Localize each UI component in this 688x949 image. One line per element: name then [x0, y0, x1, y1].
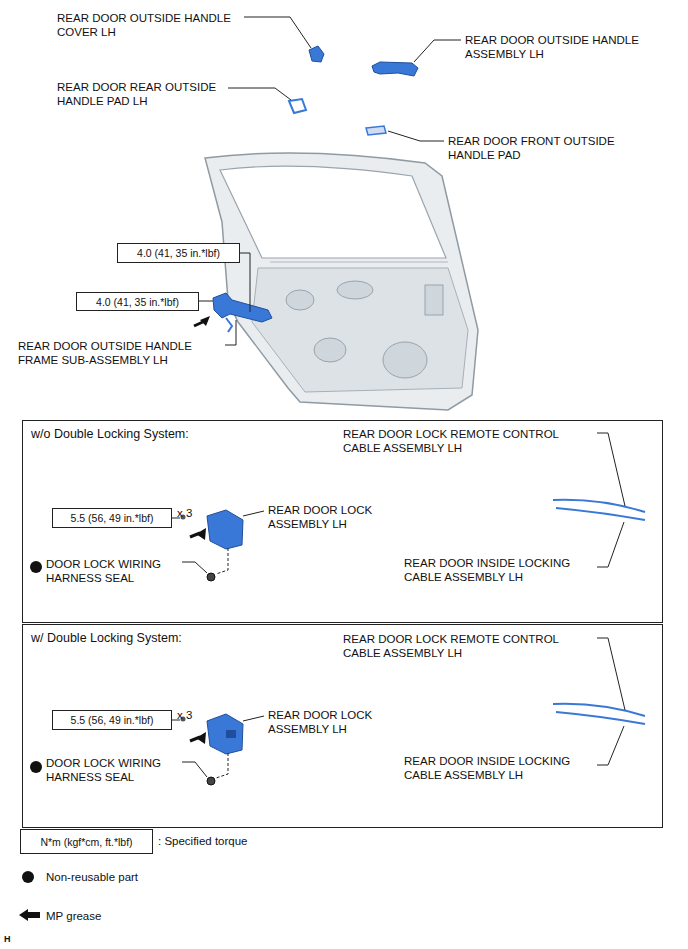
torque-value: N*m (kgf*cm, ft.*lbf): [40, 836, 132, 848]
part-name: REAR DOOR OUTSIDE HANDLE FRAME SUB-ASSEM…: [18, 339, 208, 367]
handle-assembly: [372, 62, 418, 76]
part-name: REAR DOOR LOCK REMOTE CONTROL CABLE ASSE…: [343, 427, 578, 455]
non-reusable-symbol: [30, 561, 42, 573]
panel-heading: w/o Double Locking System:: [23, 421, 662, 447]
rear-door-panel: [205, 153, 478, 410]
rear-handle-pad: [289, 99, 306, 113]
part-name: REAR DOOR FRONT OUTSIDE HANDLE PAD: [448, 134, 630, 162]
grease-arrow-symbol: [19, 909, 28, 921]
part-name: REAR DOOR OUTSIDE HANDLE ASSEMBLY LH: [465, 33, 655, 61]
part-name: REAR DOOR INSIDE LOCKING CABLE ASSEMBLY …: [404, 754, 594, 782]
non-reusable-symbol: [22, 871, 34, 883]
quantity-note: x 3: [177, 708, 207, 722]
legend-text: MP grease: [46, 909, 101, 923]
leader-lines: [199, 17, 461, 345]
handle-frame: [194, 293, 272, 332]
torque-value: 4.0 (41, 35 in.*lbf): [96, 296, 179, 308]
torque-value: 5.5 (56, 49 in.*lbf): [71, 512, 154, 524]
quantity-note: x 3: [177, 506, 207, 520]
torque-box: 4.0 (41, 35 in.*lbf): [117, 243, 240, 263]
handle-cover: [309, 46, 324, 62]
part-name: DOOR LOCK WIRING HARNESS SEAL: [46, 756, 181, 784]
legend-text: Non-reusable part: [46, 870, 138, 884]
front-handle-pad: [366, 126, 386, 135]
non-reusable-symbol: [30, 761, 42, 773]
part-name: REAR DOOR REAR OUTSIDE HANDLE PAD LH: [57, 80, 229, 108]
torque-box: 5.5 (56, 49 in.*lbf): [52, 710, 172, 730]
torque-box: 4.0 (41, 35 in.*lbf): [76, 292, 199, 311]
part-name: REAR DOOR OUTSIDE HANDLE COVER LH: [57, 11, 247, 39]
panel-heading: w/ Double Locking System:: [23, 625, 662, 651]
legend-text: : Specified torque: [158, 834, 248, 848]
panel2-parts: [172, 638, 645, 785]
part-name: REAR DOOR LOCK ASSEMBLY LH: [268, 503, 393, 531]
part-name: REAR DOOR LOCK REMOTE CONTROL CABLE ASSE…: [343, 632, 578, 660]
torque-value: 5.5 (56, 49 in.*lbf): [71, 714, 154, 726]
torque-box: 5.5 (56, 49 in.*lbf): [52, 508, 172, 528]
part-name: REAR DOOR LOCK ASSEMBLY LH: [268, 708, 393, 736]
quantity-note: H: [4, 932, 24, 946]
part-name: DOOR LOCK WIRING HARNESS SEAL: [46, 557, 181, 585]
part-name: REAR DOOR INSIDE LOCKING CABLE ASSEMBLY …: [404, 556, 594, 584]
grease-arrow-symbol: [28, 912, 40, 918]
torque-value: 4.0 (41, 35 in.*lbf): [137, 247, 220, 259]
torque-box: N*m (kgf*cm, ft.*lbf): [20, 829, 153, 854]
